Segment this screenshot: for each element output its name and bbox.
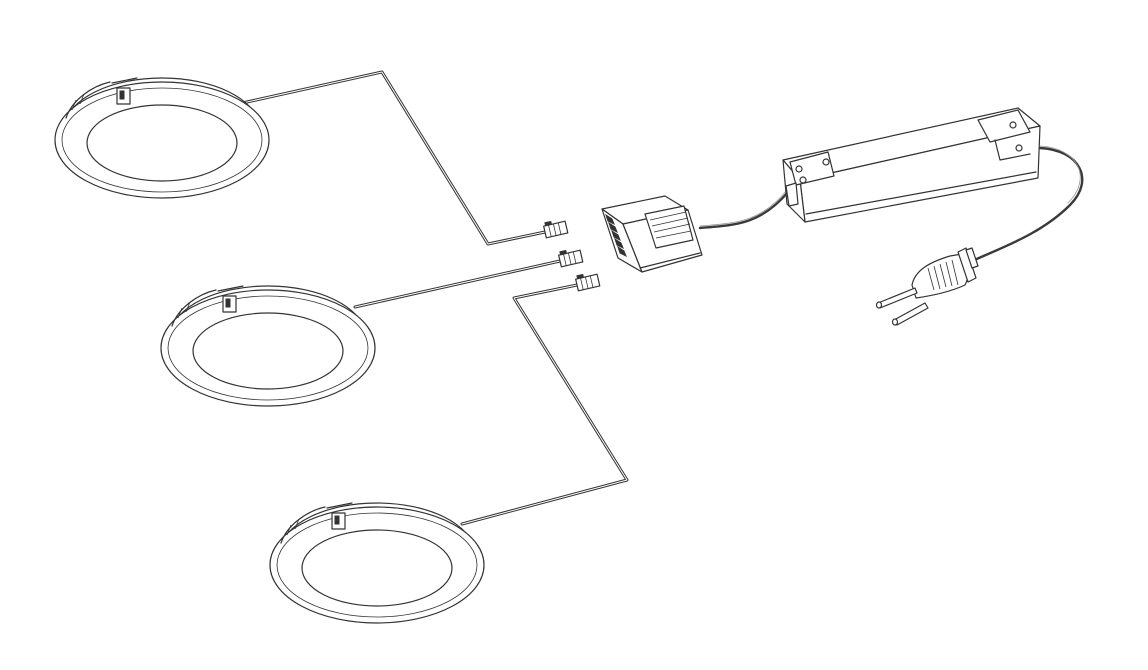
spot-2-switch — [217, 285, 244, 313]
mini-connector-3 — [575, 273, 601, 292]
led-spotlight-2 — [160, 285, 376, 407]
driver-mount-left — [789, 151, 835, 186]
mini-connector-2 — [558, 249, 584, 268]
led-spotlight-1 — [54, 77, 270, 199]
mains-cord — [968, 145, 1084, 264]
spot-3-cable — [460, 283, 629, 526]
spot-2-cable — [353, 259, 562, 309]
spot-1-switch — [111, 77, 138, 105]
led-driver — [782, 107, 1041, 223]
driver-mount-right — [977, 109, 1031, 152]
distributor-block — [601, 195, 703, 273]
spot-3-switch — [326, 502, 353, 530]
driver-output-cable — [698, 189, 790, 230]
distributor-ports — [605, 213, 627, 258]
led-spotlight-3 — [269, 502, 485, 624]
plug-pins — [875, 287, 929, 326]
spot-1-cable — [236, 70, 547, 246]
mini-connector-1 — [543, 220, 569, 239]
mains-plug — [875, 247, 979, 326]
